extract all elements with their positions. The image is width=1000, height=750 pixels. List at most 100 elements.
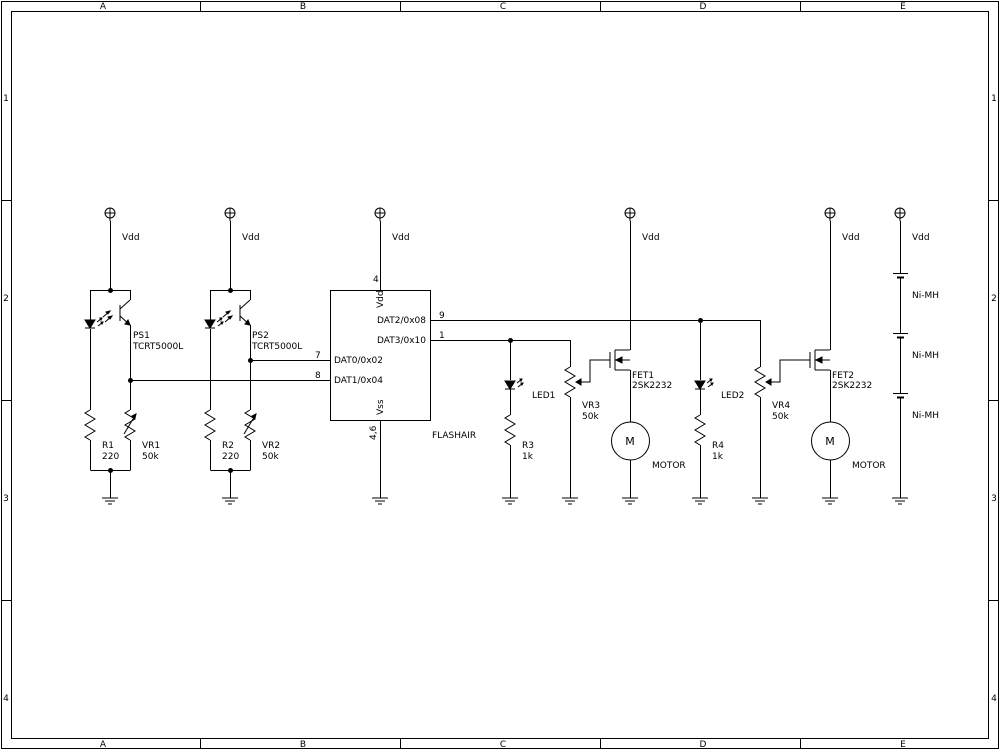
variable-resistor-icon xyxy=(123,409,137,441)
led1-ref: LED1 xyxy=(532,391,555,401)
resistor-icon xyxy=(204,409,216,441)
mosfet-icon xyxy=(809,349,830,371)
resistor-icon xyxy=(694,414,706,446)
ground-icon xyxy=(751,497,769,505)
battery-cell-label: Ni-MH xyxy=(912,351,939,361)
motor-icon: M xyxy=(811,421,850,461)
vr4-value: 50k xyxy=(772,412,789,422)
ic-pin-label: DAT0/0x02 xyxy=(334,356,383,366)
vr3-value: 50k xyxy=(582,412,599,422)
potentiometer-icon xyxy=(564,359,610,398)
frame-row-right: 3 xyxy=(991,494,997,504)
ic-vdd-pin-label: Vdd xyxy=(376,290,386,308)
vr1-ref: VR1 xyxy=(142,441,160,451)
variable-resistor-icon xyxy=(243,409,257,441)
ic-vdd-pin-number: 4 xyxy=(373,275,379,285)
ground-icon xyxy=(221,497,239,505)
ic-pin-label: DAT2/0x08 xyxy=(377,316,426,326)
flashair-ic: Vdd 4 4,6 Vdd Vss DAT2/0x08 DAT3/0x10 DA… xyxy=(315,207,700,505)
r2-ref: R2 xyxy=(222,441,234,451)
frame-col-top: C xyxy=(500,2,506,12)
vr2-ref: VR2 xyxy=(262,441,280,451)
battery-cell-icon xyxy=(893,393,908,399)
fet2-ref: FET2 xyxy=(832,371,854,381)
motor-symbol: M xyxy=(625,435,635,448)
ic-pin-number: 8 xyxy=(315,371,321,381)
vr1-value: 50k xyxy=(142,452,159,462)
ground-icon xyxy=(101,497,119,505)
resistor-icon xyxy=(84,409,96,441)
frame-col-bottom: A xyxy=(100,740,107,750)
ground-icon xyxy=(371,497,389,505)
ground-icon xyxy=(821,497,839,505)
frame-row-left: 3 xyxy=(3,494,9,504)
ic-vss-pin-label: Vss xyxy=(376,399,386,415)
motor-icon: M xyxy=(611,421,650,461)
fet2-value: 2SK2232 xyxy=(832,381,872,391)
r4-ref: R4 xyxy=(712,441,724,451)
ground-icon xyxy=(891,497,909,505)
frame-row-left: 4 xyxy=(3,694,9,704)
frame-col-top: E xyxy=(900,2,906,12)
ground-icon xyxy=(501,497,519,505)
motor-driver-1: M Vdd LED1 R3 1k VR3 50k FET1 2SK2232 MO… xyxy=(501,207,686,505)
vr3-ref: VR3 xyxy=(582,401,600,411)
mosfet-icon xyxy=(609,349,630,371)
ic-name: FLASHAIR xyxy=(432,431,476,441)
battery-cell-icon xyxy=(893,273,908,279)
r1-value: 220 xyxy=(102,452,119,462)
vdd-symbol-icon xyxy=(624,207,636,222)
fet1-ref: FET1 xyxy=(632,371,654,381)
photo-sensor-icon xyxy=(204,299,251,329)
frame-col-top: D xyxy=(700,2,707,12)
ground-icon xyxy=(561,497,579,505)
potentiometer-icon xyxy=(754,359,810,398)
photo-sensor-icon xyxy=(84,299,131,329)
frame-row-left: 1 xyxy=(3,94,9,104)
frame-col-top: A xyxy=(100,2,107,12)
vdd-label: Vdd xyxy=(842,233,860,243)
vdd-label: Vdd xyxy=(122,233,140,243)
vdd-label: Vdd xyxy=(242,233,260,243)
ps1-ref: PS1 xyxy=(133,331,150,341)
ps1-value: TCRT5000L xyxy=(132,342,183,352)
ic-pin-number: 9 xyxy=(439,311,445,321)
motor-driver-2: M Vdd LED2 R4 1k VR4 50k FET2 2SK2232 MO… xyxy=(691,207,886,505)
r3-ref: R3 xyxy=(522,441,534,451)
vdd-label: Vdd xyxy=(912,233,930,243)
ps2-ref: PS2 xyxy=(252,331,269,341)
battery-cell-label: Ni-MH xyxy=(912,411,939,421)
battery-stack: Vdd Ni-MH Ni-MH Ni-MH xyxy=(891,207,939,505)
frame-col-bottom: E xyxy=(900,740,906,750)
led2-ref: LED2 xyxy=(721,391,744,401)
motor1-label: MOTOR xyxy=(652,461,686,471)
r1-ref: R1 xyxy=(102,441,114,451)
ground-icon xyxy=(691,497,709,505)
fet1-value: 2SK2232 xyxy=(632,381,672,391)
sensor-1-circuit: Vdd xyxy=(84,207,330,505)
frame-col-top: B xyxy=(300,2,306,12)
frame-row-right: 4 xyxy=(991,694,997,704)
vr4-ref: VR4 xyxy=(772,401,790,411)
vdd-symbol-icon xyxy=(104,207,116,222)
led-icon xyxy=(694,378,714,390)
r3-value: 1k xyxy=(522,452,534,462)
ic-vss-pin-number: 4,6 xyxy=(369,425,379,440)
ps2-value: TCRT5000L xyxy=(251,342,302,352)
ic-pin-number: 1 xyxy=(439,331,445,341)
motor-symbol: M xyxy=(825,435,835,448)
frame-row-left: 2 xyxy=(3,294,9,304)
motor2-label: MOTOR xyxy=(852,461,886,471)
battery-cell-icon xyxy=(893,333,908,339)
vdd-label: Vdd xyxy=(642,233,660,243)
ic-pin-label: DAT1/0x04 xyxy=(334,376,383,386)
vdd-symbol-icon xyxy=(894,207,906,222)
vdd-symbol-icon xyxy=(824,207,836,222)
vdd-symbol-icon xyxy=(224,207,236,222)
sensor-2-circuit: Vdd xyxy=(204,207,330,505)
frame-col-bottom: D xyxy=(700,740,707,750)
frame-col-bottom: B xyxy=(300,740,306,750)
frame-col-bottom: C xyxy=(500,740,506,750)
